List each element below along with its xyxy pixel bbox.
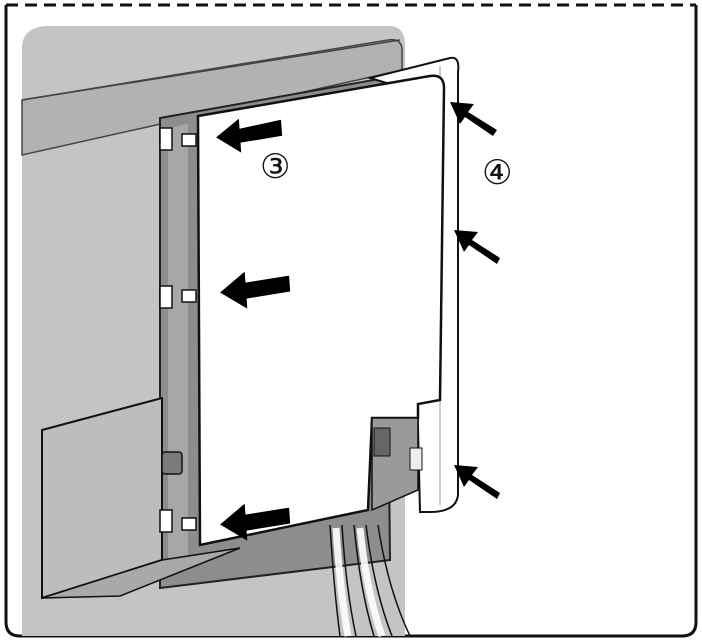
connector-block (373, 427, 391, 457)
screw-icon (161, 451, 183, 475)
arrow-icon (220, 271, 291, 309)
tv-top-ledge (21, 38, 403, 156)
recess-inner-strip (168, 124, 188, 574)
connector-block (409, 447, 423, 471)
arrow-icon (450, 102, 497, 136)
ledge-line (21, 39, 401, 101)
hook-icon (159, 509, 197, 533)
arrow-icon (216, 118, 283, 153)
arrow-icon (220, 503, 291, 541)
arrow-icon (454, 230, 500, 264)
arrow-icon (454, 465, 500, 499)
terminal-panel-base (41, 547, 241, 599)
hook-icon (159, 127, 197, 151)
cable-fill (332, 527, 386, 638)
cable-bundle-icon (329, 524, 411, 637)
hook-icon (159, 285, 197, 309)
step-3-label: ③ (260, 147, 290, 187)
step-4-label: ④ (482, 153, 512, 193)
